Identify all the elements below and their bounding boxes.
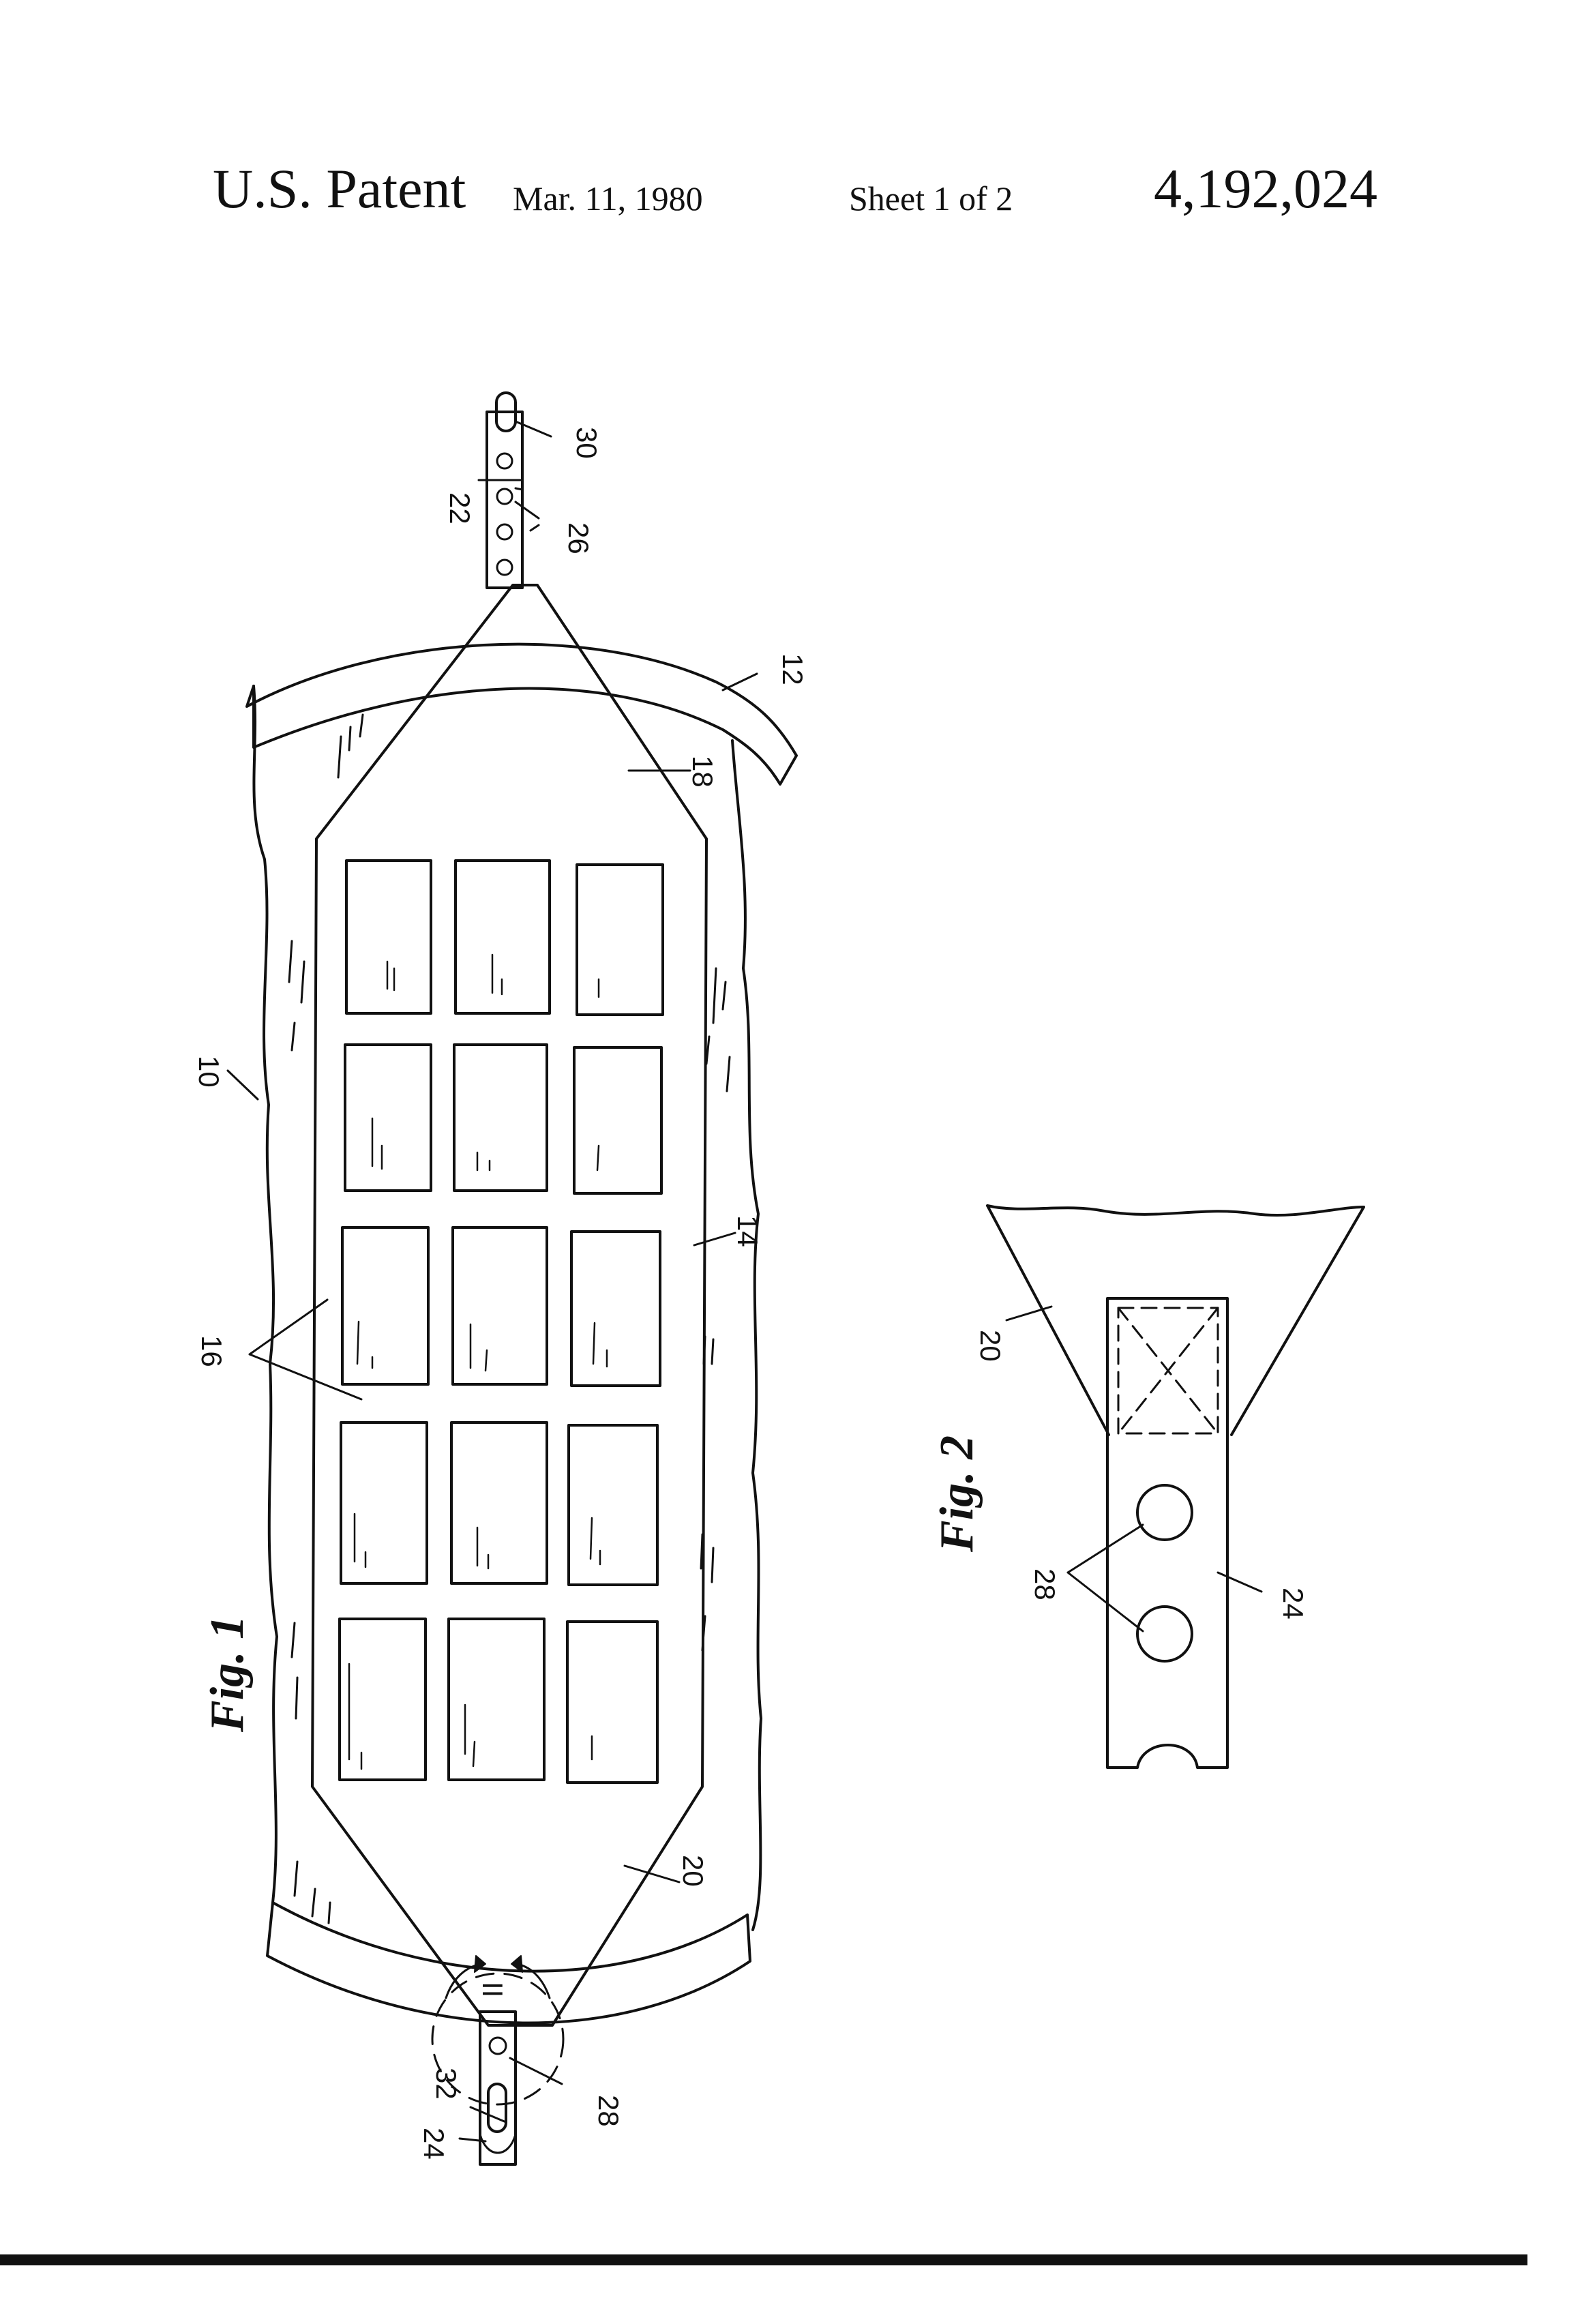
- panel: [450, 1421, 548, 1585]
- fig2-wedge: [986, 1204, 1365, 1436]
- panel: [454, 859, 551, 1015]
- strap-holes: [496, 452, 513, 576]
- panel: [344, 1043, 432, 1192]
- pad-outline: [311, 584, 708, 2027]
- top-ring: [495, 391, 517, 432]
- ref-28: 28: [593, 2095, 625, 2127]
- bottom-strap-end: [479, 2133, 517, 2154]
- ref-24: 24: [418, 2128, 450, 2160]
- ref-12: 12: [777, 653, 809, 685]
- panel: [567, 1424, 659, 1586]
- figure-2-label: Fig. 2: [931, 1435, 983, 1553]
- patent-number: 4,192,024: [1154, 158, 1377, 220]
- ref-20: 20: [677, 1855, 709, 1887]
- fig2-hole-upper: [1136, 1484, 1193, 1541]
- panel: [341, 1226, 430, 1386]
- ref-14: 14: [732, 1215, 764, 1247]
- bottom-strap-hole: [488, 2036, 507, 2055]
- top-strap: [486, 411, 524, 589]
- bottom-strap: [479, 2010, 517, 2166]
- figure-1-label: Fig. 1: [201, 1615, 254, 1733]
- fig2-ref-20: 20: [974, 1330, 1006, 1362]
- panel: [573, 1046, 663, 1195]
- fig1-leader-lines: [226, 420, 758, 2143]
- figure-2: 20 28 24 Fig. 2: [931, 1204, 1365, 1769]
- panel: [570, 1230, 661, 1387]
- detail-arrowhead-left: [474, 1955, 486, 1973]
- detail-circle-ii: [431, 1972, 565, 2106]
- panel: [451, 1226, 548, 1386]
- panel-grid: [338, 859, 664, 1784]
- panel: [453, 1043, 548, 1192]
- ref-10: 10: [193, 1056, 225, 1088]
- panel: [566, 1620, 659, 1784]
- patent-date: Mar. 11, 1980: [513, 179, 703, 218]
- panel-highlights: [348, 953, 608, 1770]
- ref-30: 30: [571, 427, 603, 459]
- fig2-hole-lower: [1136, 1605, 1193, 1663]
- bottom-clip: [487, 2083, 507, 2133]
- fig2-attachment-box: [1117, 1307, 1219, 1435]
- figure-1: 22 30 26 12 18 10 14 16 20 32 24 28 II F…: [193, 391, 809, 2166]
- fig2-strap: [1106, 1297, 1229, 1769]
- ref-32: 32: [430, 2068, 462, 2100]
- fig2-leader-lines: [1005, 1305, 1263, 1633]
- panel: [338, 1618, 427, 1781]
- panel: [576, 863, 664, 1016]
- panel: [447, 1618, 546, 1781]
- ref-18: 18: [687, 756, 719, 788]
- mattress-hatching: [288, 713, 731, 1924]
- ref-26: 26: [563, 522, 595, 554]
- fig2-ref-24: 24: [1277, 1588, 1309, 1620]
- ref-22: 22: [444, 492, 476, 524]
- patent-title: U.S. Patent: [213, 158, 466, 220]
- panel: [340, 1421, 428, 1585]
- top-end-band: [245, 642, 798, 786]
- mattress-outline: [252, 685, 762, 1931]
- detail-label-ii: II: [477, 1982, 509, 1997]
- bottom-rule: [0, 2254, 1527, 2265]
- detail-arrowhead-right: [511, 1955, 523, 1973]
- sheet-header: U.S. Patent Mar. 11, 1980 Sheet 1 of 2 4…: [0, 0, 1582, 273]
- panel: [345, 859, 432, 1015]
- fig2-ref-28: 28: [1029, 1568, 1061, 1600]
- sheet-number: Sheet 1 of 2: [849, 179, 1013, 218]
- bottom-end-band: [266, 1901, 751, 2025]
- ref-16: 16: [196, 1335, 228, 1367]
